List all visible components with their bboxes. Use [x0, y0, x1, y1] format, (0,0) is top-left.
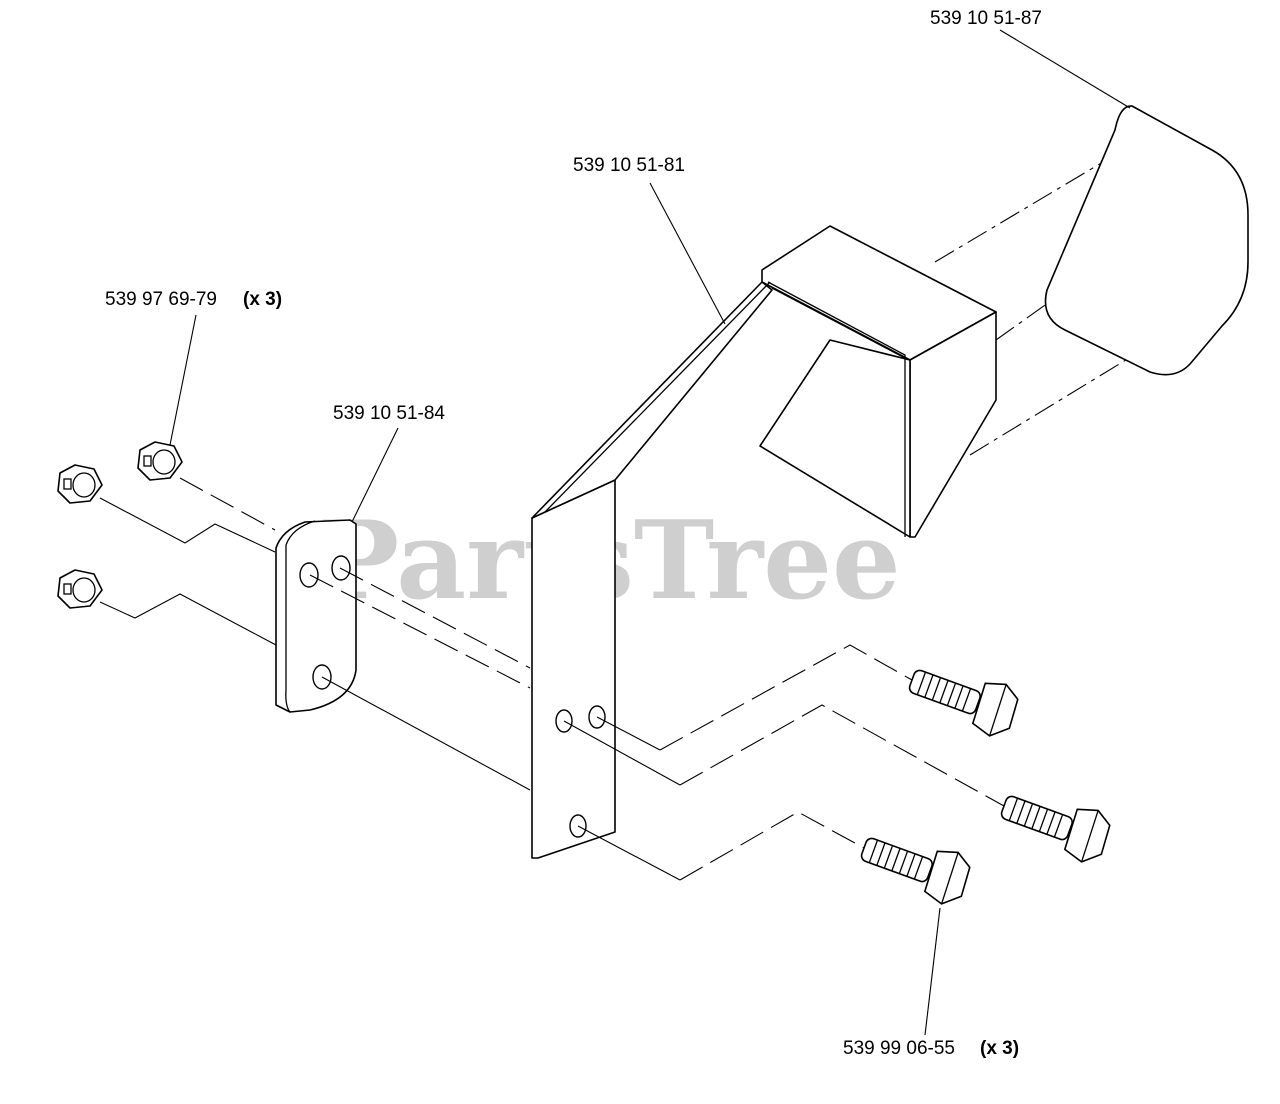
bracket-part[interactable]	[531, 225, 997, 859]
nut-part[interactable]	[57, 441, 183, 609]
callout-plate[interactable]: 539 10 51-84	[333, 403, 445, 424]
bolt-1	[908, 669, 1019, 737]
shield-part[interactable]	[1044, 105, 1249, 376]
bracket-part-number: 539 10 51-81	[573, 155, 685, 176]
bolt-quantity: (x 3)	[980, 1038, 1019, 1059]
nut-quantity: (x 3)	[243, 289, 282, 310]
callout-bracket[interactable]: 539 10 51-81	[573, 155, 685, 176]
callout-bolt[interactable]: 539 99 06-55 (x 3)	[843, 1038, 1019, 1059]
callout-shield[interactable]: 539 10 51-87	[930, 8, 1042, 29]
bolt-3	[860, 837, 971, 905]
plate-hole-1	[299, 562, 319, 588]
nut-part-number: 539 97 69-79	[105, 289, 217, 310]
plate-part-number: 539 10 51-84	[333, 403, 445, 424]
shield-part-number: 539 10 51-87	[930, 8, 1042, 29]
bolt-part[interactable]	[855, 654, 1115, 910]
nut-3	[57, 569, 103, 609]
nut-1	[137, 441, 183, 481]
bolt-part-number: 539 99 06-55	[843, 1038, 955, 1059]
bolt-2	[1000, 795, 1111, 863]
callout-nut[interactable]: 539 97 69-79 (x 3)	[105, 289, 282, 310]
plate-part[interactable]	[275, 519, 357, 713]
nut-2	[57, 464, 103, 504]
leader-lines	[169, 29, 1131, 1036]
assembly-lines	[99, 339, 1005, 881]
